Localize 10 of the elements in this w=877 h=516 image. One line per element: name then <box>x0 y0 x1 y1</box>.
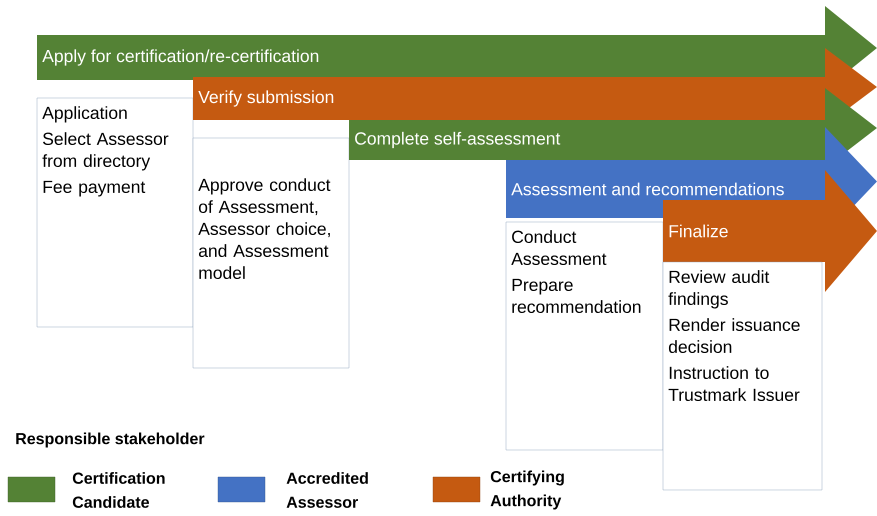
step-box: Conduct Assessment Prepare recommendation <box>506 222 664 450</box>
legend-heading: Responsible stakeholder <box>16 432 204 448</box>
phase-band: Complete self-assessment <box>349 88 877 168</box>
legend-text: Accredited Assessor <box>286 472 368 508</box>
step-box: Approve conduct of Assessment, Assessor choice, and Assessment model <box>192 138 350 368</box>
legend-text: Certification Candidate <box>72 472 165 508</box>
step-box: Review audit findings Render issuance decision Instruction to Trustmark Issuer <box>662 262 822 490</box>
legend-text: Certifying Authority <box>490 470 564 510</box>
step-box: Application Select Assessor from directory Fee payment <box>36 98 194 328</box>
phase-band: Apply for certification/re-certification <box>37 6 877 90</box>
